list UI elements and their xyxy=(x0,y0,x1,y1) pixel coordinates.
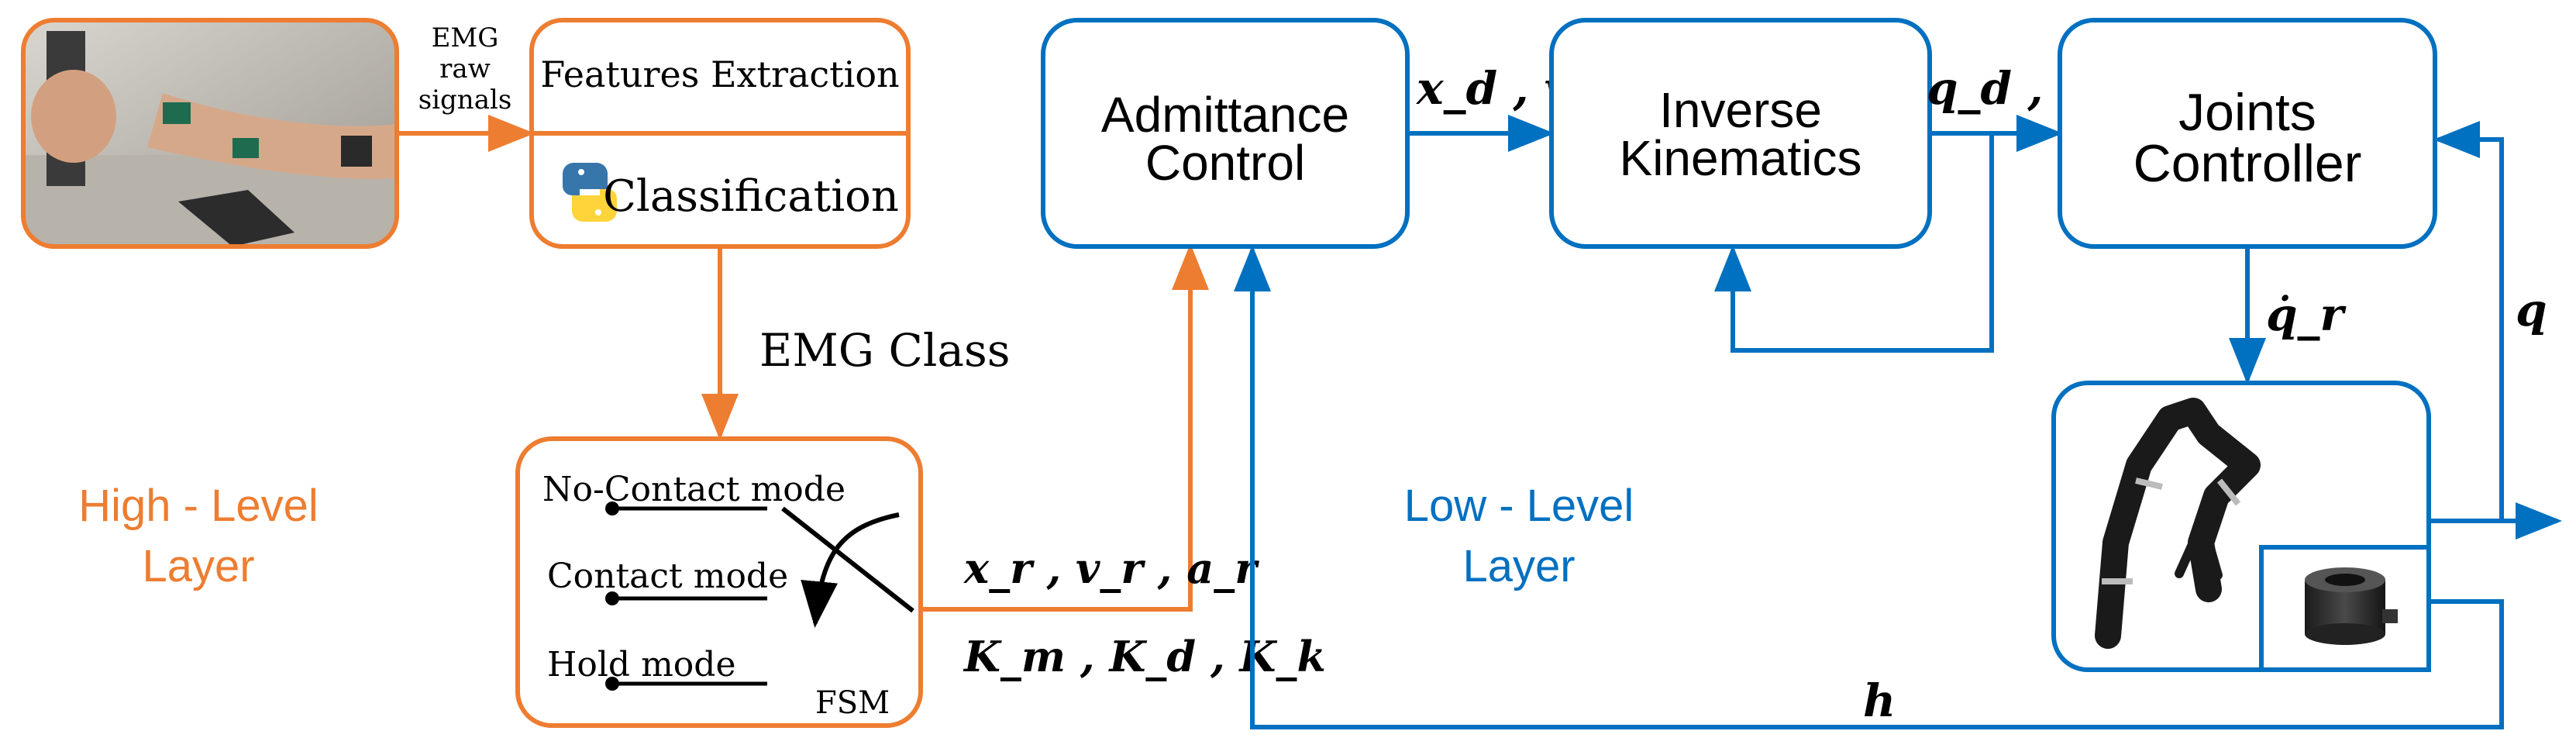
fsm-mode-no-contact: No-Contact mode xyxy=(542,470,845,509)
wrench-feedback-signal: h xyxy=(1863,674,1896,727)
ik-feedback-loop xyxy=(1714,133,1994,353)
features-classification-box: Features Extraction Classification xyxy=(529,18,911,249)
features-extraction-label: Features Extraction xyxy=(540,53,899,95)
ik-label-line2: Kinematics xyxy=(1620,130,1862,186)
wrench-feedback-arrow xyxy=(1234,245,2504,729)
fsm-mode-hold: Hold mode xyxy=(547,645,736,684)
force-torque-sensor-icon xyxy=(2305,567,2398,645)
impedance-gains-signal: K_m , K_d , K_k xyxy=(963,632,1326,681)
emg-raw-line1: EMG xyxy=(432,22,499,53)
joints-label-line1: Joints xyxy=(2178,83,2316,142)
ik-label-line1: Inverse xyxy=(1659,82,1822,138)
high-level-layer-label-line1: High - Level xyxy=(78,481,318,531)
python-logo-icon xyxy=(563,163,617,222)
emg-class-label: EMG Class xyxy=(759,324,1011,377)
emg-raw-line3: signals xyxy=(418,84,512,115)
admittance-label-line2: Control xyxy=(1145,135,1305,191)
arm-photo-icon xyxy=(21,18,399,249)
reference-to-admittance-arrow xyxy=(921,243,1209,612)
low-level-layer-label-line2: Layer xyxy=(1462,541,1575,591)
joint-feedback-arrow xyxy=(2433,121,2504,521)
admittance-label-line1: Admittance xyxy=(1101,87,1349,143)
robot-arm-icon xyxy=(2095,398,2261,649)
reference-motion-signal: x_r , v_r , a_r xyxy=(963,543,1259,593)
fsm-transition-arrow xyxy=(801,512,900,628)
joint-feedback-signal: q xyxy=(2516,284,2547,336)
fsm-label: FSM xyxy=(815,685,890,721)
joints-label-line2: Controller xyxy=(2133,134,2362,193)
classification-label: Classification xyxy=(603,171,899,222)
emg-raw-line2: raw xyxy=(439,53,491,84)
robot-box xyxy=(2051,381,2431,672)
low-level-layer-label-line1: Low - Level xyxy=(1404,481,1634,531)
high-level-layer-label-line2: Layer xyxy=(142,541,254,591)
fsm-mode-contact: Contact mode xyxy=(547,557,788,596)
joint-velocity-command-signal: q̇_r xyxy=(2266,288,2347,341)
fsm-switch-line xyxy=(781,506,914,613)
fsm-box: No-Contact mode Contact mode Hold mode F… xyxy=(515,436,923,728)
